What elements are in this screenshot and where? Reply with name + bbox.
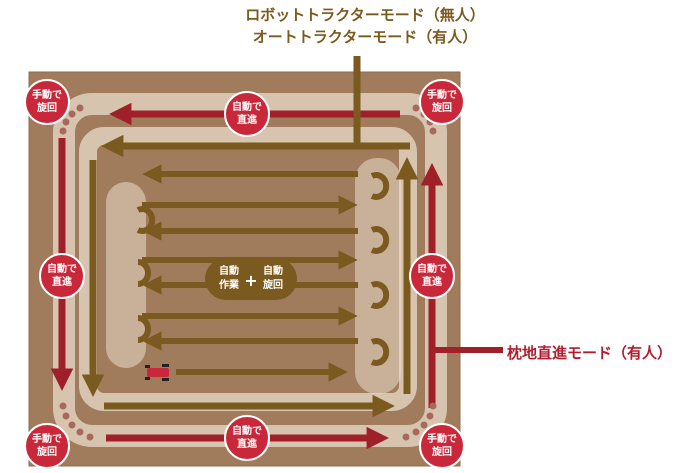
manual-turn-badge-bottom-left: 手動で 旋回 [24, 423, 70, 469]
auto-tractor-mode-label: オートトラクターモード（有人） [252, 28, 478, 46]
badge-line2: 直進 [237, 113, 258, 126]
badge-line2: 旋回 [36, 101, 57, 114]
badge-line1: 手動で [427, 88, 457, 101]
badge-line1: 自動で [232, 424, 262, 437]
badge-line1: 自動で [417, 262, 447, 275]
badge-line2: 旋回 [36, 445, 57, 458]
badge-line1: 自動で [47, 262, 77, 275]
badge-line2: 直進 [422, 275, 443, 288]
tractor-icon [145, 364, 169, 381]
auto-work-auto-turn-badge: 自動 作業 + 自動 旋回 [205, 258, 297, 300]
auto-straight-badge-left: 自動で 直進 [39, 253, 85, 299]
center-left-line2: 作業 [219, 278, 240, 291]
u-turn-arcs [136, 172, 390, 366]
badge-line1: 手動で [427, 432, 457, 445]
manual-turn-badge-bottom-right: 手動で 旋回 [419, 423, 465, 469]
badge-line2: 旋回 [431, 445, 452, 458]
auto-tractor-arrows [81, 56, 419, 418]
corner-dots [59, 104, 437, 441]
headland-straight-mode-label: 枕地直進モード（有人） [507, 344, 673, 362]
center-right-line2: 旋回 [262, 278, 283, 291]
center-right-line1: 自動 [263, 264, 283, 277]
mode-labels-top: ロボットトラクターモード（無人） オートトラクターモード（有人） [200, 4, 530, 48]
badge-line1: 手動で [32, 88, 62, 101]
auto-straight-badge-top: 自動で 直進 [224, 91, 270, 137]
turn-zone-bands [106, 158, 401, 394]
badge-line1: 手動で [32, 432, 62, 445]
robot-tractor-mode-label: ロボットトラクターモード（無人） [245, 6, 485, 24]
auto-straight-badge-bottom: 自動で 直進 [224, 415, 270, 461]
badge-line1: 自動で [232, 100, 262, 113]
manual-turn-badge-top-left: 手動で 旋回 [24, 79, 70, 125]
manual-turn-badge-top-right: 手動で 旋回 [419, 79, 465, 125]
center-plus: + [244, 271, 257, 290]
badge-line2: 直進 [237, 437, 258, 450]
auto-straight-badge-right: 自動で 直進 [409, 253, 455, 299]
badge-line2: 旋回 [431, 101, 452, 114]
center-left-line1: 自動 [219, 264, 239, 277]
badge-line2: 直進 [52, 275, 73, 288]
